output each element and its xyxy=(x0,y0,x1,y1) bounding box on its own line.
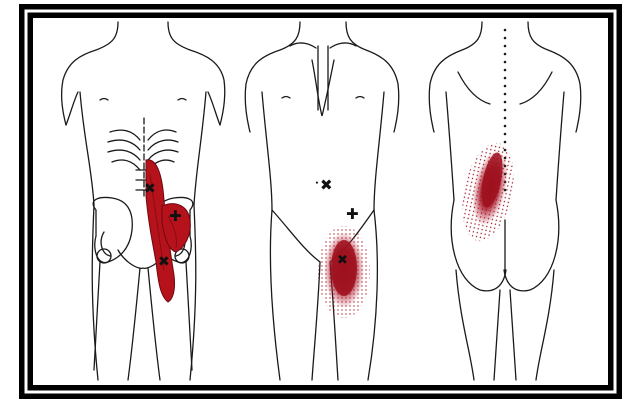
cross-marker-icon: ✖ xyxy=(337,253,348,268)
cross-marker-icon: ✖ xyxy=(158,254,170,270)
pain-zone-thigh xyxy=(318,226,370,318)
cross-marker-icon: ✖ xyxy=(320,176,333,194)
small-dot-marker: • xyxy=(315,180,319,187)
image-canvas xyxy=(33,18,608,385)
cross-marker-icon: ✖ xyxy=(144,181,156,197)
cross-marker-icon: ✚ xyxy=(169,207,182,225)
cross-marker-icon: ✚ xyxy=(346,205,359,223)
